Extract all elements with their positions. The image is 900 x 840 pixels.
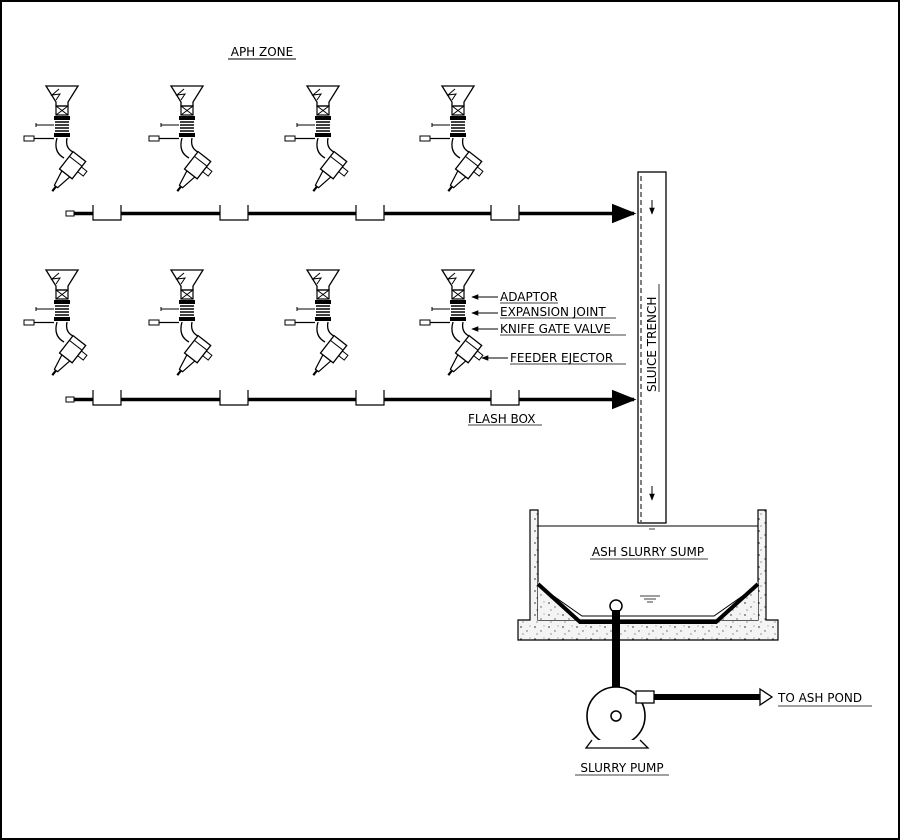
hopper-assembly bbox=[22, 84, 93, 202]
label-sluice-trench: SLUICE TRENCH bbox=[645, 297, 659, 392]
hopper-assembly-row-top bbox=[22, 84, 489, 202]
sluice-trench: SLUICE TRENCH bbox=[637, 171, 667, 530]
ash-slurry-sump: ASH SLURRY SUMP bbox=[517, 509, 779, 641]
hopper-assembly bbox=[418, 268, 489, 386]
diagram-title: APH ZONE bbox=[231, 45, 294, 59]
callout-adaptor: ADAPTOR bbox=[471, 290, 558, 304]
slurry-pump bbox=[584, 599, 655, 749]
label-to-ash-pond: TO ASH POND bbox=[777, 691, 862, 705]
hopper-assembly bbox=[283, 84, 354, 202]
hopper-assembly bbox=[147, 84, 218, 202]
label-adaptor: ADAPTOR bbox=[500, 290, 558, 304]
hopper-assembly bbox=[418, 84, 489, 202]
callout-expansion-joint: EXPANSION JOINT bbox=[471, 305, 616, 319]
discharge-pipe: TO ASH POND bbox=[654, 687, 872, 707]
label-ash-slurry-sump: ASH SLURRY SUMP bbox=[592, 545, 704, 559]
callout-feeder-ejector: FEEDER EJECTOR bbox=[481, 351, 626, 365]
callout-knife-gate-valve: KNIFE GATE VALVE bbox=[471, 322, 626, 336]
label-slurry-pump: SLURRY PUMP bbox=[580, 761, 663, 775]
label-knife-gate-valve: KNIFE GATE VALVE bbox=[500, 322, 611, 336]
header-pipe-top bbox=[65, 203, 637, 224]
hopper-assembly-row-bottom bbox=[22, 268, 489, 386]
header-pipe-bottom bbox=[65, 389, 637, 410]
label-feeder-ejector: FEEDER EJECTOR bbox=[510, 351, 613, 365]
hopper-assembly bbox=[22, 268, 93, 386]
hopper-assembly bbox=[147, 268, 218, 386]
label-flash-box: FLASH BOX bbox=[468, 412, 535, 426]
label-expansion-joint: EXPANSION JOINT bbox=[500, 305, 606, 319]
hopper-assembly bbox=[283, 268, 354, 386]
